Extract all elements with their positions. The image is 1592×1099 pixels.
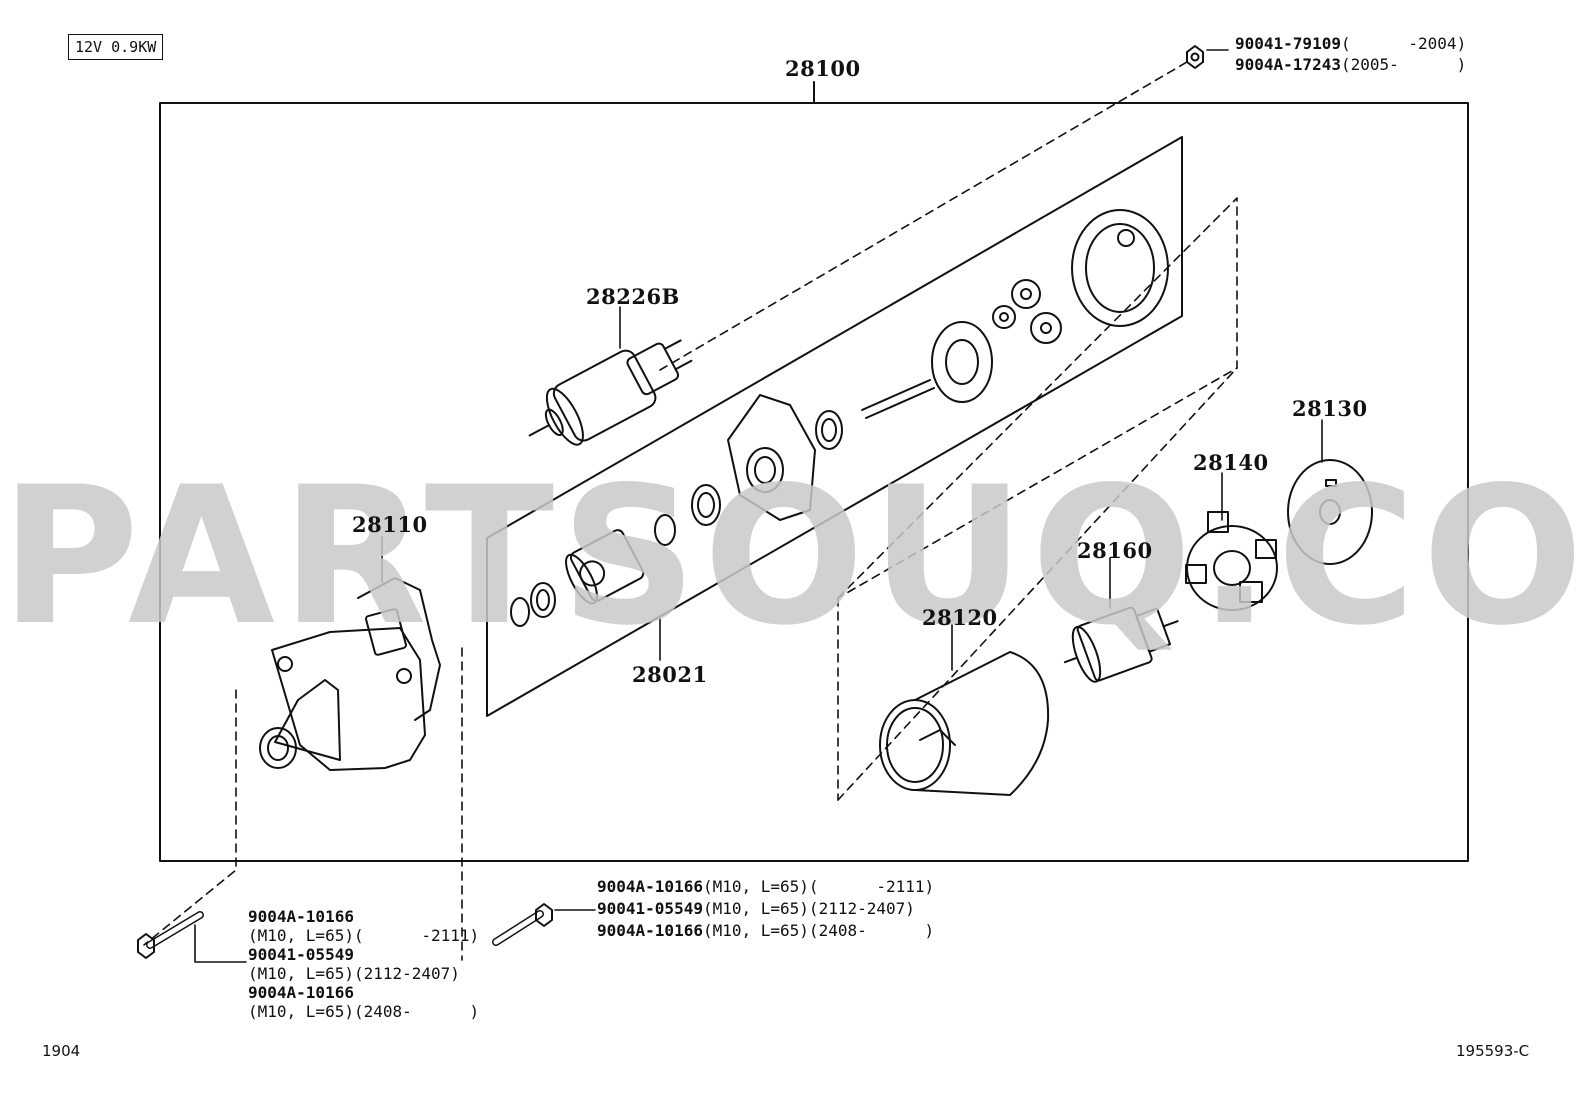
internal-gear — [1071, 209, 1169, 327]
drive-kit-parts — [510, 209, 1169, 627]
assembly-number[interactable]: 28100 — [785, 56, 861, 81]
nut-ref-1-number[interactable]: 90041-79109 — [1235, 34, 1341, 53]
bolt-left-ref-2-number[interactable]: 90041-05549 — [248, 945, 354, 964]
part-number-drive-kit[interactable]: 28021 — [632, 662, 708, 687]
bolt-right-ref-1-spec: (M10, L=65)( -2111) — [702, 877, 935, 896]
bolt-right-ref-2: 90041-05549(M10, L=65)(2112-2407) — [597, 901, 915, 917]
bolt-right-ref-2-spec: (M10, L=65)(2112-2407) — [702, 899, 915, 918]
bolt-left-ref-1-number[interactable]: 9004A-10166 — [248, 907, 354, 926]
bolt-right-ref-3-number[interactable]: 9004A-10166 — [597, 921, 703, 940]
bolt-left-ref-2-spec: (M10, L=65)(2112-2407) — [248, 964, 460, 983]
nut-ref-1: 90041-79109( -2004) — [1235, 36, 1466, 52]
bolt-right-ref-1: 9004A-10166(M10, L=65)( -2111) — [597, 879, 934, 895]
brush-holder-part — [1185, 511, 1278, 611]
nut-ref-1-range: ( -2004) — [1340, 34, 1467, 53]
bolt-right-ref-3-spec: (M10, L=65)(2408- ) — [702, 921, 935, 940]
assembly-frame — [159, 102, 1469, 862]
bolt-icon-right — [492, 903, 553, 946]
spec-label: 12V 0.9KW — [68, 34, 164, 60]
bolt-left-ref-3-spec: (M10, L=65)(2408- ) — [248, 1002, 480, 1021]
armature-part — [1063, 606, 1179, 683]
housing-part — [259, 577, 441, 771]
bolt-left-ref-3-number[interactable]: 9004A-10166 — [248, 983, 354, 1002]
footer-right-code: 195593-C — [1456, 1042, 1530, 1060]
lever-housing — [727, 394, 816, 521]
part-number-housing[interactable]: 28110 — [352, 512, 428, 537]
bolt-right-ref-2-number[interactable]: 90041-05549 — [597, 899, 703, 918]
bolt-right-ref-1-number[interactable]: 9004A-10166 — [597, 877, 703, 896]
part-number-brush-holder[interactable]: 28140 — [1193, 450, 1269, 475]
drive-kit-frame — [486, 136, 1183, 717]
planet-gears — [992, 279, 1062, 344]
bolt-right-ref-3: 9004A-10166(M10, L=65)(2408- ) — [597, 923, 934, 939]
part-number-yoke[interactable]: 28120 — [922, 605, 998, 630]
nut-icon — [1186, 45, 1204, 69]
yoke-part — [879, 651, 1050, 796]
shaft — [861, 321, 993, 419]
footer-left-code: 1904 — [42, 1042, 81, 1060]
end-frame-part — [1287, 459, 1373, 565]
part-number-solenoid[interactable]: 28226B — [586, 284, 680, 309]
nut-ref-2: 9004A-17243(2005- ) — [1235, 57, 1466, 73]
bolt-left-ref-1-spec: (M10, L=65)( -2111) — [248, 926, 480, 945]
part-number-end-frame[interactable]: 28130 — [1292, 396, 1368, 421]
part-number-armature[interactable]: 28160 — [1077, 538, 1153, 563]
nut-ref-2-number[interactable]: 9004A-17243 — [1235, 55, 1341, 74]
nut-ref-2-range: (2005- ) — [1340, 55, 1467, 74]
solenoid-part — [528, 339, 693, 446]
bolt-icon-left — [137, 911, 204, 959]
